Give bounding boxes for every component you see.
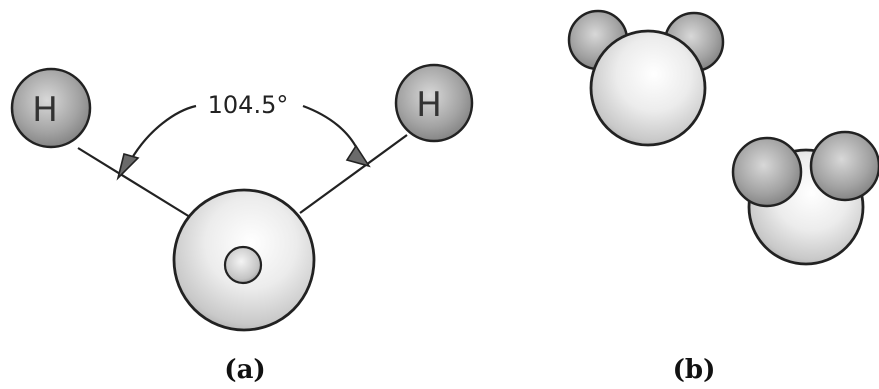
bond-left xyxy=(77,147,191,218)
oxygen-nucleus xyxy=(223,245,263,285)
panel-b-space-filling-models: (b) xyxy=(567,9,879,385)
oxygen-atom xyxy=(172,188,316,332)
bond-right xyxy=(299,134,408,214)
panel-a-ball-and-stick-model: 104.5° H H (a) xyxy=(10,63,474,385)
hydrogen-atom-right: H xyxy=(394,63,474,143)
arrowhead-right xyxy=(345,144,371,168)
angle-label: 104.5° xyxy=(208,91,289,119)
panel-label-b: (b) xyxy=(673,355,716,384)
hydrogen-label-left: H xyxy=(32,90,58,130)
space-filling-molecule-lower xyxy=(731,130,879,266)
space-filling-molecule-upper xyxy=(567,9,725,147)
arrowhead-left xyxy=(116,153,140,181)
panel-label-a: (a) xyxy=(224,355,265,384)
hydrogen-label-right: H xyxy=(416,85,442,125)
hydrogen-atom-left: H xyxy=(10,67,92,149)
